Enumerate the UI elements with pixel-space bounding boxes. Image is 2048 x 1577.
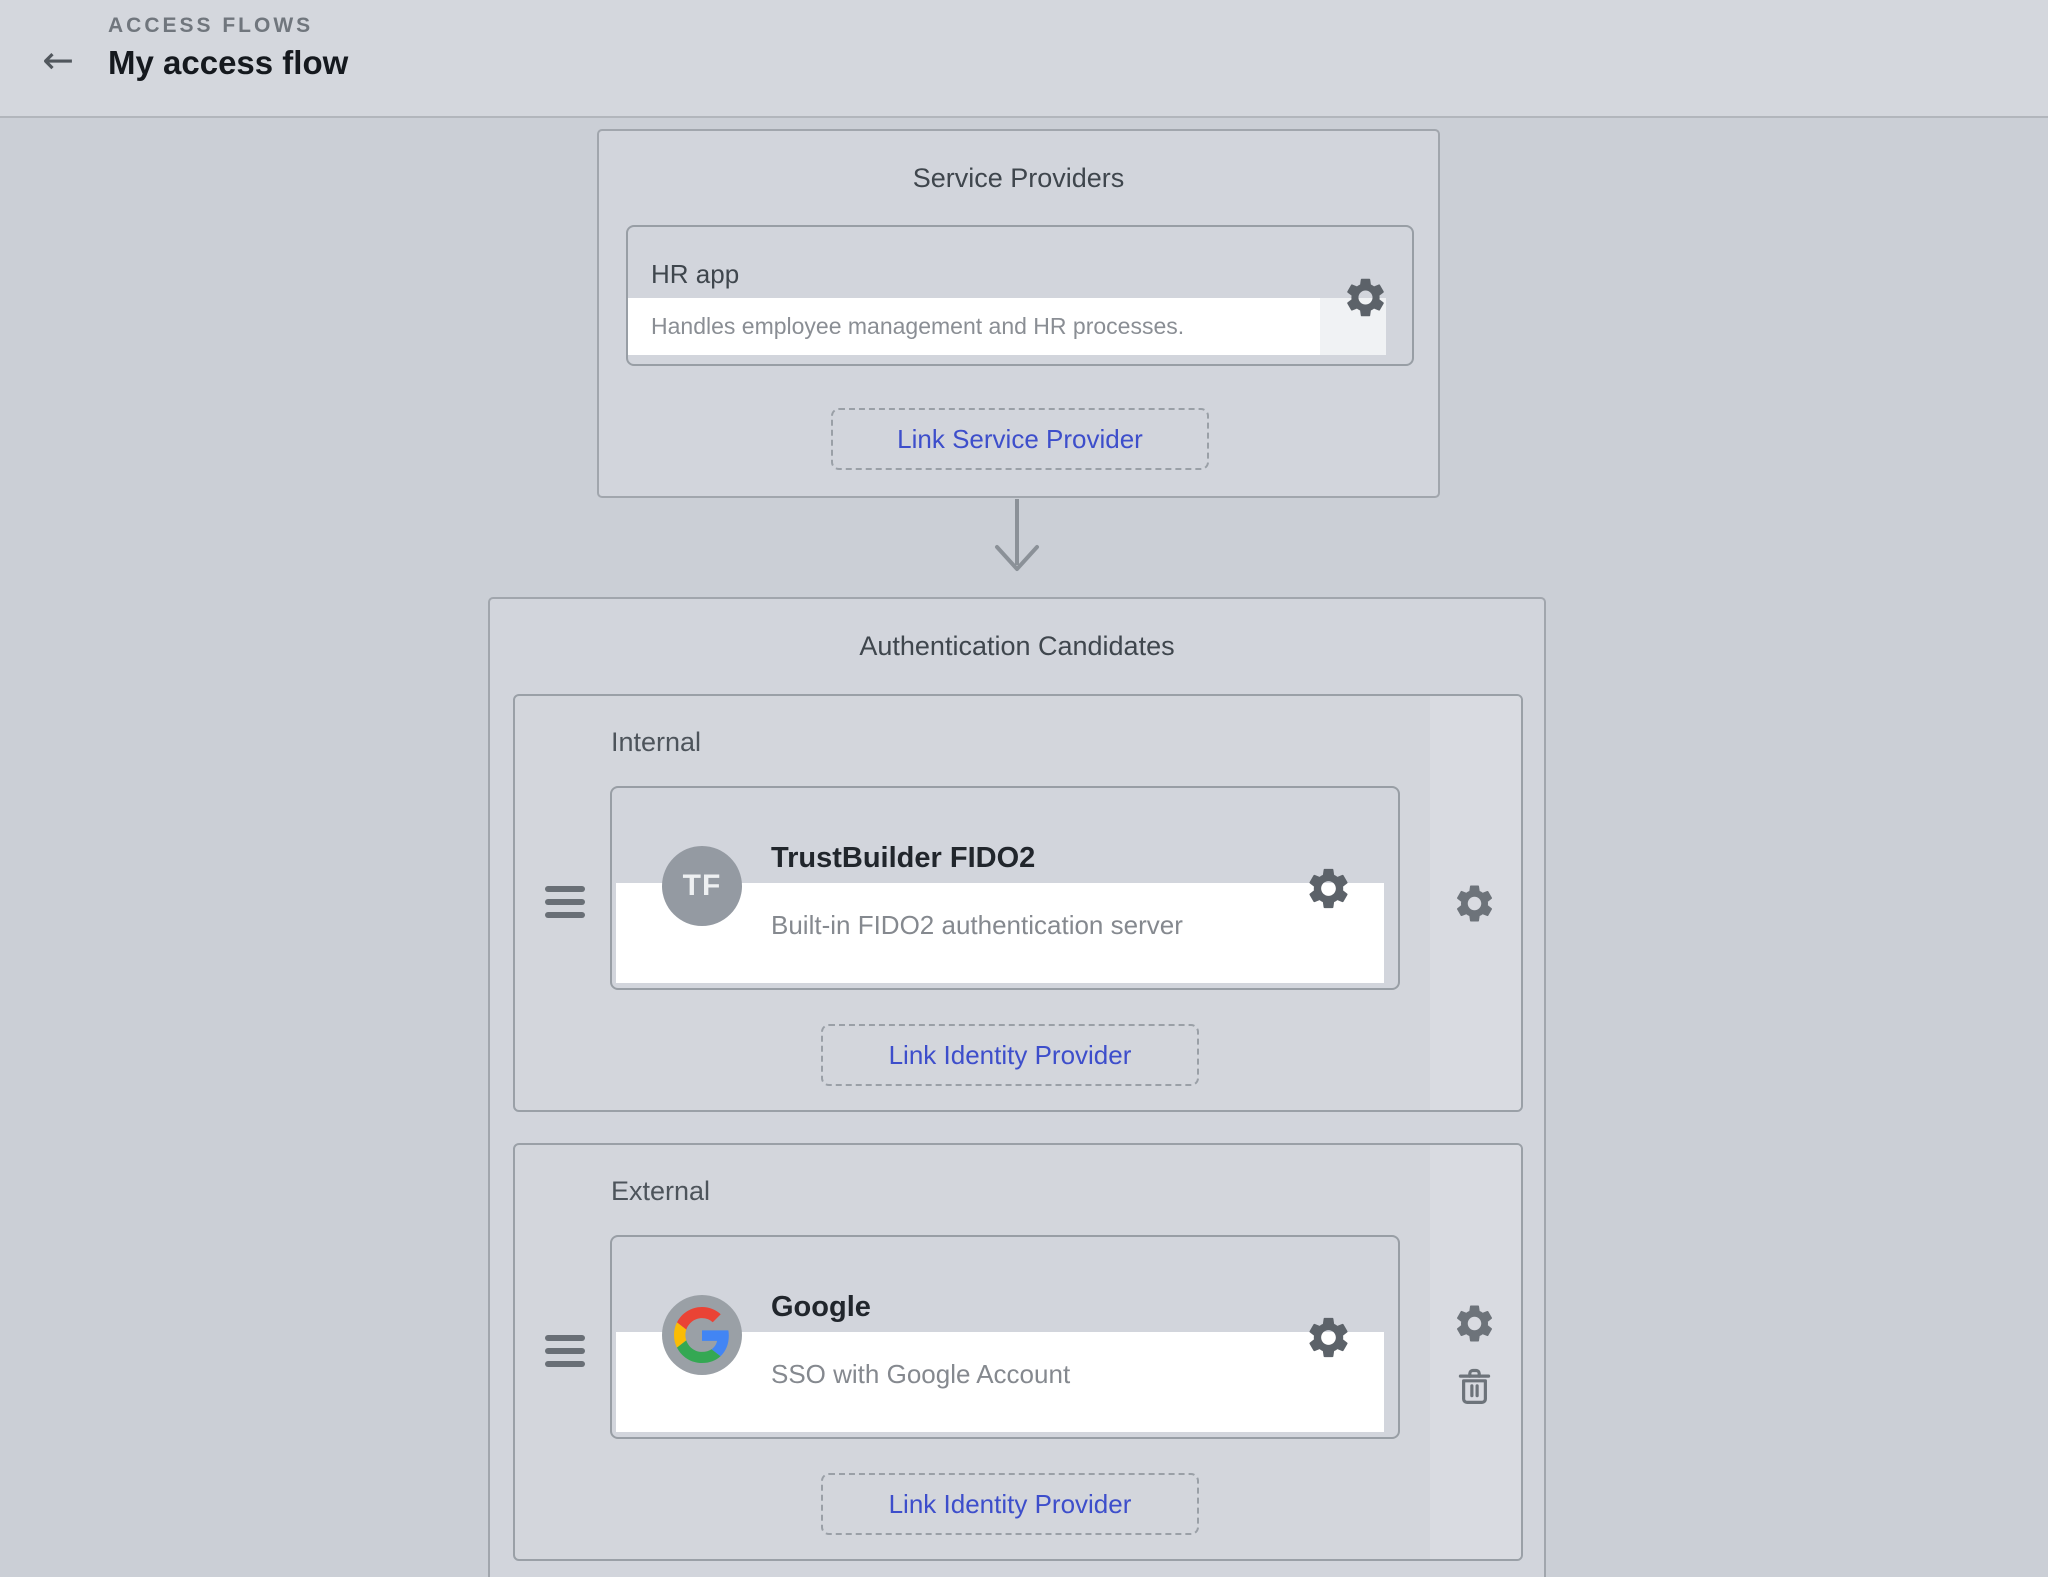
description-highlight-band: [616, 883, 1384, 983]
google-g-icon: [662, 1295, 742, 1375]
idp-settings-button[interactable]: [1304, 864, 1353, 913]
settings-gear-icon: [1309, 868, 1348, 909]
drag-handle[interactable]: [545, 886, 585, 918]
idp-name: Google: [771, 1291, 871, 1323]
breadcrumb: ACCESS FLOWS: [108, 14, 314, 37]
settings-gear-icon: [1456, 885, 1493, 922]
idp-description: SSO with Google Account: [771, 1359, 1071, 1389]
service-providers-box: Service Providers HR app Handles employe…: [597, 129, 1440, 498]
delete-group-button[interactable]: [1452, 1363, 1497, 1408]
settings-gear-icon: [1309, 1317, 1348, 1358]
link-identity-provider-button-external[interactable]: Link Identity Provider: [821, 1473, 1199, 1535]
group-label-internal: Internal: [611, 727, 702, 757]
link-service-provider-button[interactable]: Link Service Provider: [831, 408, 1209, 470]
idp-settings-button[interactable]: [1304, 1313, 1353, 1362]
avatar-initials: TF: [682, 869, 722, 902]
group-settings-button[interactable]: [1452, 1301, 1497, 1346]
settings-gear-icon: [1456, 1305, 1493, 1342]
group-settings-button[interactable]: [1452, 881, 1497, 926]
link-identity-provider-label: Link Identity Provider: [888, 1039, 1132, 1070]
idp-name: TrustBuilder FIDO2: [771, 842, 1036, 874]
tf-avatar: TF: [662, 846, 742, 926]
service-provider-name: HR app: [651, 259, 740, 289]
idp-group-external: External Goo: [513, 1143, 1523, 1561]
idp-card-google[interactable]: Google SSO with Google Account: [610, 1235, 1400, 1439]
description-highlight-band: [628, 298, 1320, 355]
idp-description: Built-in FIDO2 authentication server: [771, 910, 1183, 940]
link-identity-provider-button-internal[interactable]: Link Identity Provider: [821, 1024, 1199, 1086]
group-actions-rail: [1430, 1145, 1521, 1559]
drag-handle-icon: [545, 1335, 585, 1341]
trash-icon: [1458, 1368, 1491, 1404]
service-providers-title: Service Providers: [912, 163, 1125, 193]
link-service-provider-label: Link Service Provider: [897, 423, 1143, 454]
group-label-external: External: [611, 1176, 711, 1206]
drag-handle-icon: [545, 886, 585, 892]
authentication-candidates-title: Authentication Candidates: [859, 631, 1175, 661]
link-identity-provider-label: Link Identity Provider: [888, 1488, 1132, 1519]
arrow-down-icon: [995, 499, 1039, 571]
drag-handle[interactable]: [545, 1335, 585, 1367]
authentication-candidates-box: Authentication Candidates Internal TF Tr…: [488, 597, 1546, 1577]
description-highlight-band: [616, 1332, 1384, 1432]
page-title: My access flow: [108, 44, 349, 81]
back-button[interactable]: ←: [30, 32, 86, 88]
service-provider-description: Handles employee management and HR proce…: [651, 313, 1185, 339]
idp-card-trustbuilder-fido2[interactable]: TF TrustBuilder FIDO2 Built-in FIDO2 aut…: [610, 786, 1400, 990]
service-provider-card[interactable]: HR app Handles employee management and H…: [626, 225, 1414, 366]
arrow-left-icon: ←: [42, 38, 74, 82]
service-provider-settings-button[interactable]: [1342, 274, 1389, 321]
group-actions-rail: [1430, 696, 1521, 1110]
idp-group-internal: Internal TF TrustBuilder FIDO2 Built-in …: [513, 694, 1523, 1112]
google-logo: [662, 1295, 742, 1375]
settings-gear-icon: [1347, 278, 1384, 317]
top-bar: ← ACCESS FLOWS My access flow: [0, 0, 2048, 118]
